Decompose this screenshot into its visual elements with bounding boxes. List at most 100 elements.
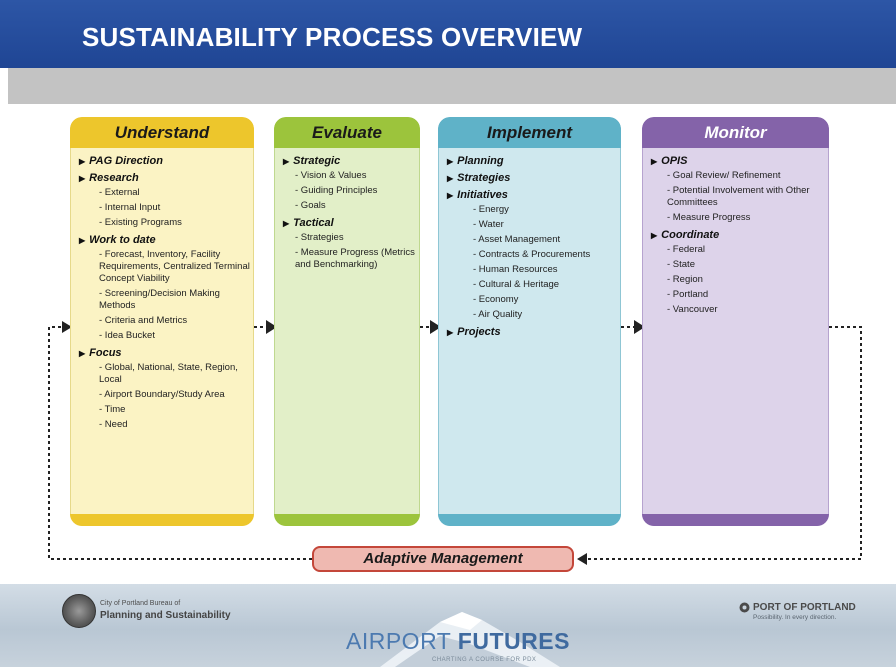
list-item: - Vision & Values: [295, 170, 367, 181]
airport-futures-logo: AIRPORT FUTURES: [346, 628, 570, 655]
list-item: - Internal Input: [99, 202, 161, 213]
bullet-triangle-icon: ▶: [651, 231, 658, 240]
section-heading: ▶Strategies: [447, 172, 617, 184]
list-item: - Air Quality: [473, 309, 523, 320]
list-item: - Portland: [667, 289, 709, 300]
list-item: - Contracts & Procurements: [473, 249, 591, 260]
section-title: Initiatives: [457, 189, 508, 201]
port-name: PORT OF PORTLAND: [753, 602, 856, 613]
list-item: - Economy: [473, 294, 519, 305]
section-list: ▶OPIS- Goal Review/ Refinement- Potentia…: [651, 155, 825, 316]
city-bureau-line: City of Portland Bureau of: [100, 600, 181, 607]
section-heading: ▶Work to date: [79, 234, 250, 246]
section-title: Coordinate: [661, 229, 720, 241]
arrow-into-monitor: [634, 320, 645, 334]
bullet-triangle-icon: ▶: [447, 191, 454, 200]
feedback-loop-left: [48, 326, 312, 560]
section-title: PAG Direction: [89, 155, 163, 167]
section-heading: ▶Planning: [447, 155, 617, 167]
section-heading: ▶Projects: [447, 326, 617, 338]
list-item: - Strategies: [295, 232, 344, 243]
section-heading: ▶OPIS: [651, 155, 825, 167]
section-title: Work to date: [89, 234, 156, 246]
section-heading: ▶Coordinate: [651, 229, 825, 241]
list-item: - Potential Involvement with Other Commi…: [667, 185, 810, 208]
city-bureau-name: Planning and Sustainability: [100, 610, 231, 621]
section-list: ▶PAG Direction▶Research- External- Inter…: [79, 155, 250, 431]
section-list: ▶Planning▶Strategies▶Initiatives- Energy…: [447, 155, 617, 338]
title-bar: SUSTAINABILITY PROCESS OVERVIEW: [0, 0, 896, 68]
list-item: - Federal: [667, 244, 706, 255]
arrow-into-adaptive: [577, 553, 587, 565]
list-item: - Idea Bucket: [99, 330, 155, 341]
list-item: - Existing Programs: [99, 217, 182, 228]
city-seal-icon: [62, 594, 96, 628]
port-tagline: Possibility. In every direction.: [753, 614, 837, 621]
list-item: - Vancouver: [667, 304, 718, 315]
section-title: Strategic: [293, 155, 341, 167]
adaptive-management-box: Adaptive Management: [312, 546, 574, 572]
section-heading: ▶Focus: [79, 347, 250, 359]
column-evaluate: Evaluate ▶Strategic- Vision & Values- Gu…: [274, 117, 420, 526]
bullet-triangle-icon: ▶: [283, 157, 290, 166]
list-item: - Water: [473, 219, 504, 230]
list-item: - Goal Review/ Refinement: [667, 170, 781, 181]
bullet-triangle-icon: ▶: [447, 174, 454, 183]
column-header: Understand: [70, 117, 254, 148]
list-item: - Measure Progress: [667, 212, 751, 223]
list-item: - Criteria and Metrics: [99, 315, 188, 326]
list-item: - Airport Boundary/Study Area: [99, 389, 225, 400]
list-item: - Region: [667, 274, 703, 285]
list-item: - Human Resources: [473, 264, 558, 275]
bullet-triangle-icon: ▶: [447, 328, 454, 337]
section-heading: ▶Tactical: [283, 217, 416, 229]
section-title: OPIS: [661, 155, 688, 167]
port-logo-icon: [739, 602, 750, 613]
mountain-icon: [380, 612, 560, 667]
airport-word: AIRPORT: [346, 628, 451, 654]
section-heading: ▶Research: [79, 172, 250, 184]
list-item: - External: [99, 187, 140, 198]
section-heading: ▶PAG Direction: [79, 155, 250, 167]
bullet-triangle-icon: ▶: [283, 219, 290, 228]
section-heading: ▶Initiatives: [447, 189, 617, 201]
list-item: - State: [667, 259, 695, 270]
column-understand: Understand ▶PAG Direction▶Research- Exte…: [70, 117, 254, 526]
bullet-triangle-icon: ▶: [79, 157, 86, 166]
section-title: Planning: [457, 155, 504, 167]
arrow-into-evaluate: [266, 320, 277, 334]
list-item: - Screening/Decision Making Methods: [99, 288, 220, 311]
bullet-triangle-icon: ▶: [79, 236, 86, 245]
list-item: - Asset Management: [473, 234, 561, 245]
column-implement: Implement ▶Planning▶Strategies▶Initiativ…: [438, 117, 621, 526]
list-item: - Cultural & Heritage: [473, 279, 560, 290]
section-title: Focus: [89, 347, 122, 359]
list-item: - Goals: [295, 200, 326, 211]
section-title: Research: [89, 172, 139, 184]
list-item: - Measure Progress (Metrics and Benchmar…: [295, 247, 415, 270]
list-item: - Need: [99, 419, 128, 430]
column-header: Implement: [438, 117, 621, 148]
bullet-triangle-icon: ▶: [447, 157, 454, 166]
arrow-into-implement: [430, 320, 441, 334]
subtitle-band: [8, 68, 896, 104]
bullet-triangle-icon: ▶: [79, 174, 86, 183]
column-header: Monitor: [642, 117, 829, 148]
list-item: - Global, National, State, Region, Local: [99, 362, 238, 385]
section-list: ▶Strategic- Vision & Values- Guiding Pri…: [283, 155, 416, 271]
footer-band: [0, 584, 896, 667]
list-item: - Forecast, Inventory, Facility Requirem…: [99, 249, 250, 284]
list-item: - Guiding Principles: [295, 185, 378, 196]
section-title: Strategies: [457, 172, 511, 184]
arrow-into-understand: [62, 321, 72, 333]
column-header: Evaluate: [274, 117, 420, 148]
section-heading: ▶Strategic: [283, 155, 416, 167]
bullet-triangle-icon: ▶: [79, 349, 86, 358]
section-title: Tactical: [293, 217, 334, 229]
list-item: - Time: [99, 404, 126, 415]
bullet-triangle-icon: ▶: [651, 157, 658, 166]
section-title: Projects: [457, 326, 501, 338]
page-title: SUSTAINABILITY PROCESS OVERVIEW: [82, 22, 583, 52]
column-monitor: Monitor ▶OPIS- Goal Review/ Refinement- …: [642, 117, 829, 526]
